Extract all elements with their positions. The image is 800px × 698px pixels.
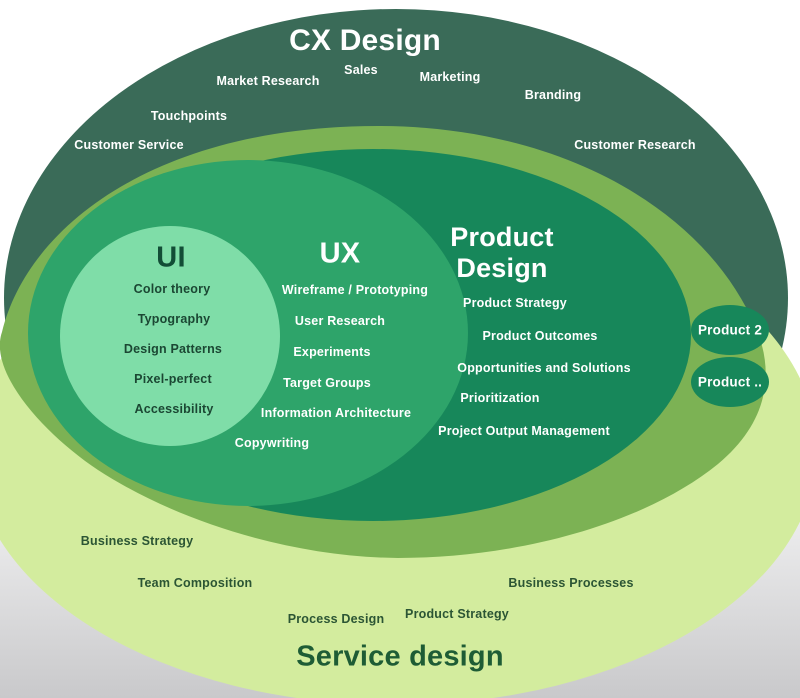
product-2-bubble-label: Product 2	[697, 322, 763, 338]
ux-label-target-groups: Target Groups	[283, 376, 371, 390]
cx-label-customer-research: Customer Research	[574, 138, 696, 152]
ux-label-user-research: User Research	[294, 314, 386, 328]
service-design-title: Service design	[296, 640, 504, 673]
ux-label-information-architecture: Information Architecture	[260, 406, 412, 420]
cx-label-customer-service: Customer Service	[74, 138, 184, 152]
product-label-project-output-management: Project Output Management	[438, 424, 610, 438]
product-etc-bubble-label: Product ..	[697, 374, 763, 390]
ui-title: UI	[156, 241, 186, 274]
product-label-opportunities-solutions: Opportunities and Solutions	[457, 361, 631, 375]
ui-label-typography: Typography	[137, 312, 211, 326]
ux-label-copywriting: Copywriting	[234, 436, 310, 450]
product-label-prioritization: Prioritization	[460, 391, 540, 405]
ui-label-accessibility: Accessibility	[134, 402, 214, 416]
product-design-title: Product Design	[450, 221, 554, 283]
cx-label-touchpoints: Touchpoints	[150, 109, 228, 123]
ui-label-design-patterns: Design Patterns	[123, 342, 223, 356]
cx-design-title: CX Design	[289, 24, 441, 57]
cx-label-marketing: Marketing	[419, 70, 481, 84]
ux-label-experiments: Experiments	[293, 345, 371, 359]
cx-label-market-research: Market Research	[216, 74, 320, 88]
service-label-business-strategy: Business Strategy	[80, 534, 194, 548]
ui-label-pixel-perfect: Pixel-perfect	[134, 372, 212, 386]
cx-label-sales: Sales	[344, 63, 378, 77]
product-label-product-strategy: Product Strategy	[463, 296, 567, 310]
service-label-team-composition: Team Composition	[137, 576, 253, 590]
service-label-process-design: Process Design	[287, 612, 385, 626]
ux-title: UX	[319, 237, 361, 270]
service-label-business-processes: Business Processes	[508, 576, 634, 590]
ui-label-color-theory: Color theory	[133, 282, 211, 296]
product-etc-bubble	[691, 357, 769, 407]
product-2-bubble	[691, 305, 769, 355]
service-label-product-strategy: Product Strategy	[405, 607, 509, 621]
product-label-product-outcomes: Product Outcomes	[482, 329, 598, 343]
ux-label-wireframe-prototyping: Wireframe / Prototyping	[281, 283, 429, 297]
cx-label-branding: Branding	[524, 88, 582, 102]
ui-circle	[60, 226, 280, 446]
